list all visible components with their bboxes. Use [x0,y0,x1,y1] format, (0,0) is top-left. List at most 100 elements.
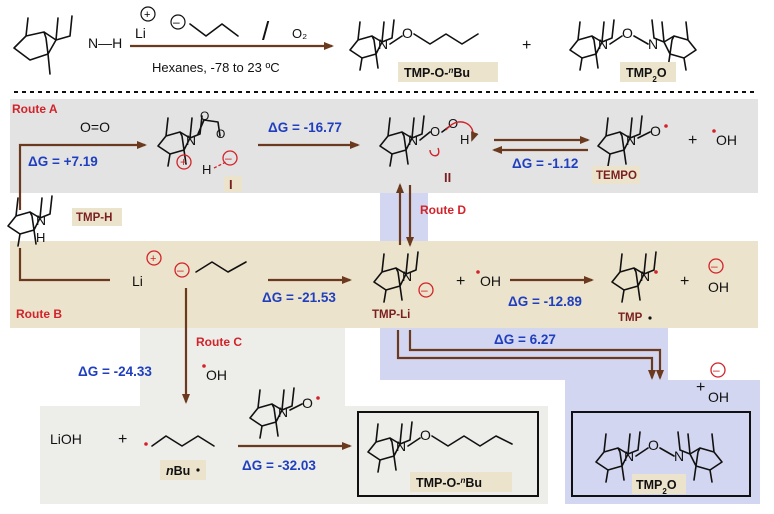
route-d-path-2 [408,330,664,380]
tmp-o-nbu-product-box [357,411,539,497]
svg-text:O: O [648,437,659,453]
tmp-h-label-box [72,208,122,226]
svg-text:N: N [626,132,636,148]
svg-text:–: – [177,263,184,277]
route-d-label: Route D [420,203,466,217]
svg-text:–: – [711,259,718,273]
tmp-o-nbu-label: TMP-O-nBu [416,476,482,491]
route-b-plus-2: + [680,273,689,290]
tmp-li-structure: N – [373,251,434,303]
oxidant-label: O₂ [292,26,307,41]
tmp-o-nbu-label-box [410,472,512,492]
route-c-plus: + [118,431,127,448]
product1-label-box [398,62,498,82]
svg-text:O: O [420,427,431,443]
svg-text:N: N [278,404,288,420]
nbu-label-box [160,460,206,480]
svg-text:O: O [302,395,313,411]
route-a-oh: OH [716,132,737,148]
svg-text:O: O [430,124,440,139]
tempo-structure: N O [597,115,668,167]
li-top-reagent: + Li – [135,6,239,41]
oh-radical-dot-b [476,270,480,274]
svg-text:N: N [36,212,46,228]
svg-text:–: – [421,283,428,297]
svg-text:–: – [225,151,232,165]
route-c-dg1: ΔG = -24.33 [78,364,152,379]
tmp-radical-label-box [612,308,658,326]
svg-text:N: N [624,448,634,464]
butyl-chain-b [195,261,247,273]
svg-text:N: N [396,438,406,454]
o2-reagent: O=O [80,119,110,135]
product2-label-box [620,62,676,82]
route-c-dg2: ΔG = -32.03 [242,458,316,473]
intermediate-i-label: I [229,177,233,192]
route-b-oh-1: OH [480,273,501,289]
tmp-li-label: TMP-Li [372,309,410,321]
svg-text:O: O [200,109,209,123]
route-c-label: Route C [196,335,242,349]
intermediate-i-structure: N + O O – H [157,109,238,177]
tempo-label-box [592,166,640,184]
svg-text:–: – [173,15,180,29]
svg-text:N: N [648,36,658,52]
nh-atom: N—H [88,35,122,51]
route-c-panel [140,328,345,406]
product1-label: TMP-O-nBu [404,66,470,81]
tempo-label: TEMPO [596,170,637,182]
product2-label: TMP2O [626,66,667,84]
route-a-label: Route A [12,102,58,116]
route-d-panel-lower [380,328,668,380]
route-a-dg1: ΔG = +7.19 [28,154,98,169]
tmp2o-label: TMP2O [636,478,677,496]
route-b-oh-2: OH [708,279,729,295]
nbu-chain [151,435,215,447]
int-i-label-box [224,176,242,192]
route-d-panel-vertical [380,193,428,241]
svg-text:–: – [713,363,720,377]
route-d-dg: ΔG = 6.27 [494,332,556,347]
oh-radical-dot-a [712,129,716,133]
route-b-li: Li [132,273,143,289]
route-b-entry-arrow [18,248,110,282]
svg-text:N: N [640,268,650,284]
tmp-h-top-structure: N—H [13,15,122,75]
tmp-radical-label: TMP [618,312,643,324]
svg-text:N: N [186,132,196,148]
intermediate-ii-structure: N O O H [379,115,479,167]
svg-text:O: O [650,123,661,139]
svg-text:N: N [674,448,684,464]
svg-text:N: N [598,36,608,52]
svg-text:+: + [180,155,187,169]
svg-text:H: H [460,132,469,147]
route-b-dg2: ΔG = -12.89 [508,294,582,309]
route-b-dg1: ΔG = -21.53 [262,290,336,305]
svg-text:O: O [216,127,225,141]
tmp-o-nbu-product-structure: N O [367,421,513,473]
svg-text:H: H [36,230,45,245]
svg-text:N: N [408,132,418,148]
svg-text:O: O [402,25,413,41]
conditions-label: Hexanes, -78 to 23 ºC [152,60,280,75]
svg-text:+: + [150,253,156,265]
route-b-label: Route B [16,307,62,321]
top-plus: + [522,37,531,54]
tmp-h-structure: N H [7,195,53,247]
tmp-radical-structure: N [611,251,658,303]
tmp2o-top-structure: N O N [569,19,697,71]
route-d-path-1 [396,330,656,380]
reagent-separator: / [262,16,270,46]
route-a-plus: + [688,132,697,149]
route-a-dg3: ΔG = -1.12 [512,156,578,171]
intermediate-ii-label: II [444,170,451,185]
tmp2o-product-structure: N O N [595,431,723,483]
nbu-label: nBu [166,464,190,478]
svg-text:Li: Li [135,25,146,41]
route-b-plus-1: + [456,273,465,290]
tmp2o-label-box [632,474,686,494]
svg-text:N: N [378,36,388,52]
route-d-plus: + [696,379,705,396]
